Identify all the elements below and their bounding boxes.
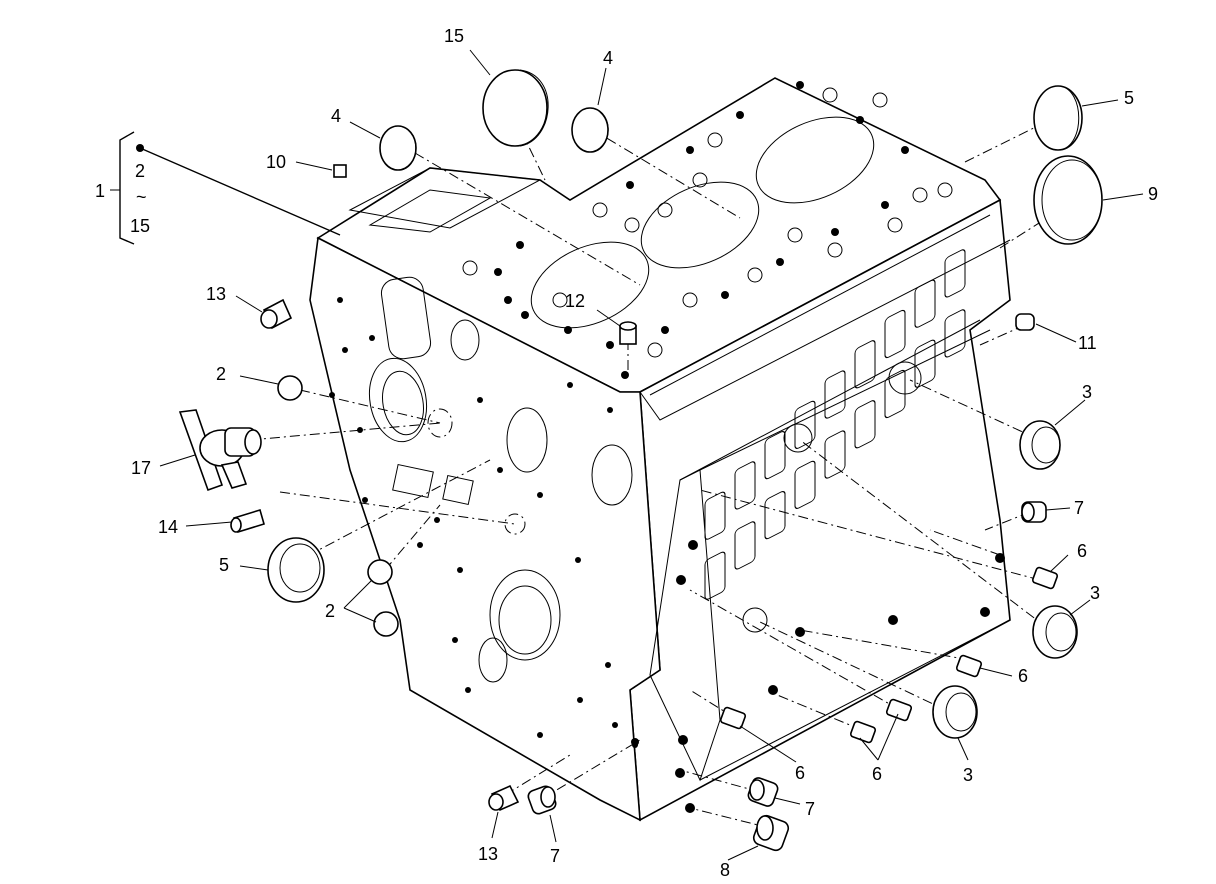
part-14-pin: [230, 508, 265, 534]
callout-17: 17: [131, 458, 151, 478]
callout-13-bottom: 13: [478, 844, 498, 864]
front-port-large-upper: [368, 357, 428, 443]
callout-7-right: 7: [1074, 498, 1084, 518]
bore-3: [755, 116, 875, 204]
callout-1: 1: [95, 181, 105, 201]
part-4-plug-a: [571, 107, 609, 153]
part-6-plug-d: [849, 720, 877, 744]
callout-11: 11: [1078, 333, 1097, 353]
callout-7-bottom-left: 7: [550, 846, 560, 866]
part-8-plug: [752, 814, 790, 852]
part-12-dowel: [619, 321, 637, 345]
part-6-plug-a: [1031, 566, 1059, 590]
callout-2-bracket: 2: [135, 161, 145, 181]
assembly-lines: [249, 111, 1076, 829]
callout-7-bottom-right: 7: [805, 799, 815, 819]
part-2-plug-c: [373, 611, 399, 637]
part-15-plug: [482, 69, 549, 147]
callout-6-bottom-left: 6: [795, 763, 805, 783]
front-window: [380, 276, 432, 360]
callout-15-bracket: 15: [130, 216, 150, 236]
front-face-holes: [329, 297, 638, 748]
head-bolt-holes: [494, 81, 909, 379]
callout-6-mid: 6: [1018, 666, 1028, 686]
part-17-drain-cock: [178, 409, 262, 492]
callout-13-top: 13: [206, 284, 226, 304]
part-11-plug: [1015, 313, 1035, 331]
callout-4-left: 4: [331, 106, 341, 126]
part-6-plug-c: [885, 698, 913, 722]
part-3-plug-b: [1032, 605, 1078, 659]
callout-2-left: 2: [216, 364, 226, 384]
callout-6-bottom-center: 6: [872, 764, 882, 784]
part-4-plug-b: [379, 125, 417, 171]
callout-8: 8: [720, 860, 730, 880]
front-port-large-lower: [489, 569, 561, 661]
callout-3-bottom: 3: [963, 765, 973, 785]
leader-lines: [110, 49, 1144, 861]
part-7-plug-c: [527, 785, 557, 815]
bore-1: [530, 241, 650, 329]
callout-labels: 15 4 4 5 9 1 2 ~ 15 10 13 12 11 2 3 17 7…: [95, 26, 1158, 880]
part-6-plug-b: [955, 654, 983, 678]
callout-5-left: 5: [219, 555, 229, 575]
water-passages: [462, 87, 953, 358]
cylinder-block: [309, 77, 1011, 822]
bore-2: [640, 181, 760, 269]
callout-2-lower: 2: [325, 601, 335, 621]
callout-12: 12: [565, 291, 585, 311]
callout-10: 10: [266, 152, 286, 172]
loose-parts: [178, 69, 1103, 852]
part-9-seal: [1033, 155, 1103, 245]
part-5-plug-b: [267, 537, 325, 603]
part-7-plug-a: [1021, 501, 1047, 523]
callout-3-top: 3: [1082, 382, 1092, 402]
callout-6-top: 6: [1077, 541, 1087, 561]
callout-5-top: 5: [1124, 88, 1134, 108]
part-3-plug-a: [1019, 420, 1061, 470]
side-ribs: [704, 249, 966, 600]
part-2-plug-b: [367, 559, 393, 585]
callout-tilde: ~: [136, 187, 147, 207]
front-port-mid: [506, 407, 548, 473]
callout-14: 14: [158, 517, 178, 537]
part-6-plug-e: [719, 706, 747, 730]
callout-9: 9: [1148, 184, 1158, 204]
part-7-plug-b: [747, 777, 779, 807]
callout-4-top: 4: [603, 48, 613, 68]
callout-15-top: 15: [444, 26, 464, 46]
part-13-bushing-b: [488, 784, 520, 812]
assembly-bracket: [119, 131, 135, 245]
part-13-bushing-a: [260, 298, 293, 330]
callout-3-middle: 3: [1090, 583, 1100, 603]
part-2-plug-a: [277, 375, 303, 401]
part-10-pin: [333, 164, 347, 178]
part-3-plug-c: [932, 685, 978, 739]
part-5-plug-a: [1033, 85, 1083, 151]
